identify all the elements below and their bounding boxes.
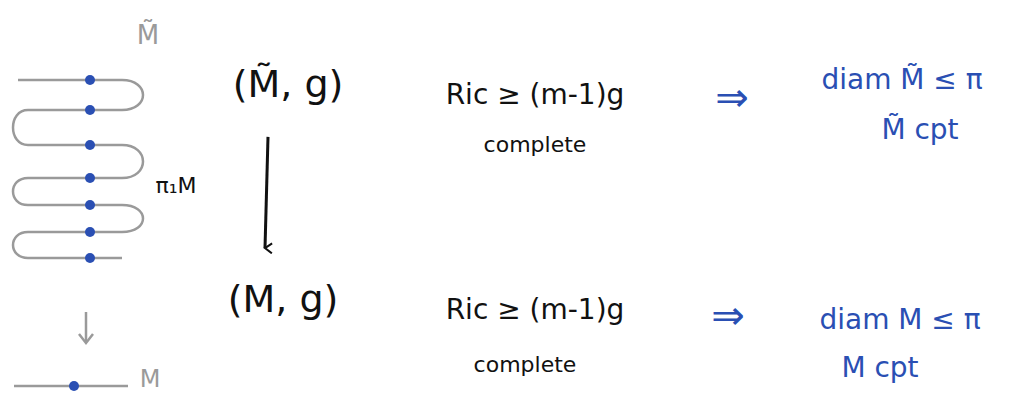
covering-map-arrow [265, 137, 268, 248]
fiber-dot [85, 105, 95, 115]
projection-arrowhead [79, 334, 93, 343]
fiber-dot [85, 200, 95, 210]
compactness-note: M̃ cpt [881, 114, 958, 146]
completeness-note: complete [484, 132, 587, 157]
curvature-condition: Ric ≥ (m-1)g [446, 294, 625, 326]
cover-name: M̃ [137, 21, 159, 51]
compactness-note: M cpt [841, 352, 918, 384]
fiber-dot [85, 173, 95, 183]
fiber-dot [85, 253, 95, 263]
completeness-note: complete [474, 352, 577, 377]
diameter-bound: diam M ≤ π [819, 304, 980, 336]
space-node: (M̃, g) [233, 63, 344, 107]
base-point [69, 381, 79, 391]
fiber-dots [85, 75, 95, 263]
fiber-dot [85, 227, 95, 237]
fiber-dot [85, 140, 95, 150]
base-name: M [140, 366, 161, 394]
space-node: (M, g) [228, 278, 339, 322]
fiber-dot [85, 75, 95, 85]
space-label: (M̃, g) [233, 63, 344, 107]
implies-arrow: ⇒ [715, 74, 749, 120]
covering-coil [13, 80, 143, 258]
implies-arrow: ⇒ [711, 292, 745, 338]
diameter-bound: diam M̃ ≤ π [821, 64, 982, 96]
fundamental-group: π₁M [155, 173, 196, 198]
projection-arrow [85, 312, 88, 342]
space-label: (M, g) [228, 278, 339, 322]
curvature-condition: Ric ≥ (m-1)g [446, 79, 625, 111]
